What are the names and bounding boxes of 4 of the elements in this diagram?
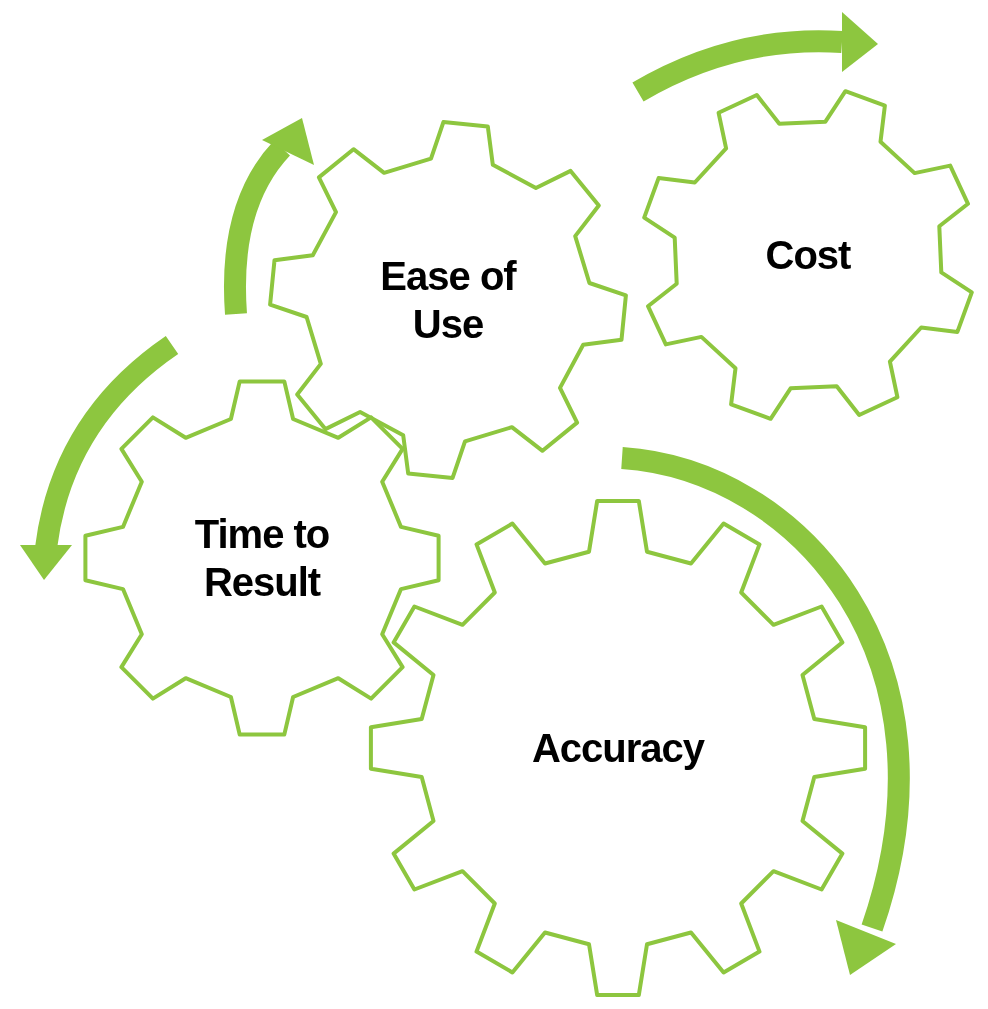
gear-label: Accuracy — [531, 725, 705, 772]
gear-label: Time to Result — [193, 511, 331, 606]
gear-label: Cost — [765, 232, 851, 279]
gear-label: Ease of Use — [379, 253, 518, 348]
